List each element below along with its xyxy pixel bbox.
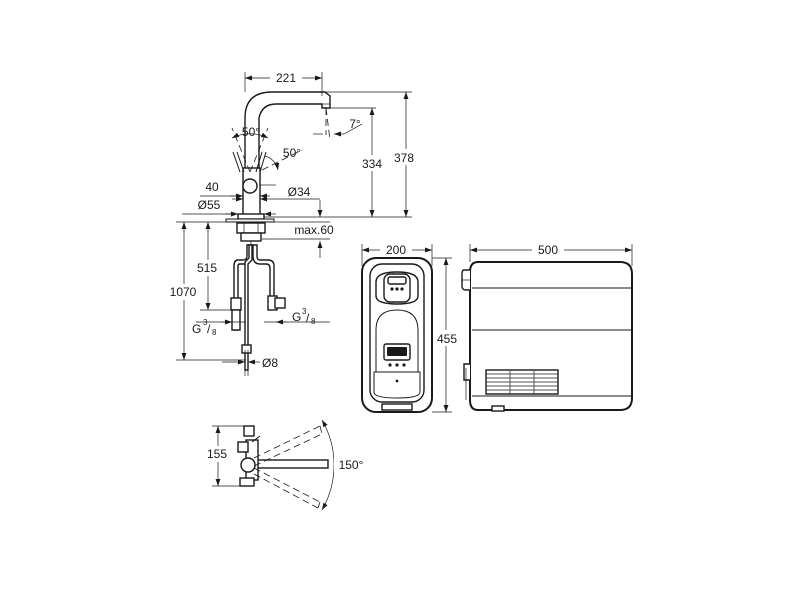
dim-faucet-height: 334 bbox=[362, 157, 382, 171]
faucet-base bbox=[237, 213, 265, 220]
dim-total-height: 378 bbox=[394, 151, 414, 165]
dim-plan-depth: 155 bbox=[207, 447, 227, 461]
dim-spout-reach: 221 bbox=[276, 71, 296, 85]
mounting-nut bbox=[236, 222, 266, 234]
faucet-plan-view: 150° 155 bbox=[202, 419, 368, 511]
dim-outlet-angle: 7° bbox=[349, 117, 361, 131]
faucet-handle-knob bbox=[242, 178, 258, 194]
svg-text:/: / bbox=[207, 322, 211, 336]
dim-thread-right-den: 8 bbox=[311, 317, 316, 326]
dim-max-deck: max.60 bbox=[294, 223, 334, 237]
dim-pipe-diameter: Ø8 bbox=[262, 356, 278, 370]
hose-right bbox=[252, 244, 275, 301]
plan-spout-arm bbox=[249, 459, 329, 469]
dim-base-diameter: Ø55 bbox=[198, 198, 221, 212]
faucet-side-view bbox=[225, 91, 331, 371]
svg-text:/: / bbox=[306, 311, 310, 325]
boiler-front-view: 200 455 bbox=[361, 242, 462, 413]
dim-body-diameter: Ø34 bbox=[288, 185, 311, 199]
dim-hose-length: 515 bbox=[197, 261, 217, 275]
dim-boiler-width: 200 bbox=[386, 243, 406, 257]
dim-thread-left: G bbox=[192, 322, 201, 336]
plan-base-circle bbox=[240, 457, 256, 473]
dim-thread-right: G bbox=[292, 310, 301, 324]
dim-angle-side: 50° bbox=[283, 146, 301, 160]
dim-angle-top: 50° bbox=[242, 125, 260, 139]
dim-boiler-depth: 500 bbox=[538, 243, 558, 257]
dim-boiler-height: 455 bbox=[437, 332, 457, 346]
dim-thread-right-num: 3 bbox=[302, 307, 307, 316]
dim-thread-left-num: 3 bbox=[203, 318, 208, 327]
dim-handle-offset: 40 bbox=[205, 180, 219, 194]
deck-plate bbox=[225, 218, 275, 223]
dim-total-length: 1070 bbox=[170, 285, 197, 299]
dim-thread-left-den: 8 bbox=[212, 328, 217, 337]
dim-swivel-angle: 150° bbox=[339, 458, 364, 472]
faucet-dimensions: 221 50° 50° 7° 334 378 40 Ø55 bbox=[166, 70, 420, 376]
boiler-side-view: 500 bbox=[461, 242, 633, 412]
